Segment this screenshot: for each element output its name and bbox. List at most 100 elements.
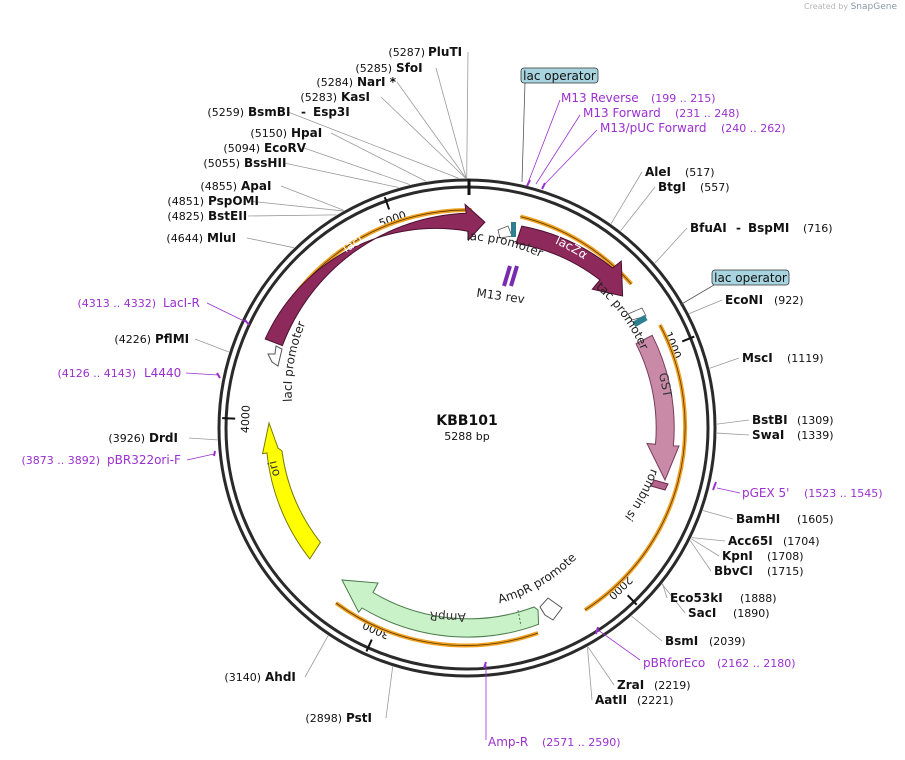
svg-text:(716): (716)	[803, 222, 833, 235]
enzyme-label-ApaI[interactable]: (4855)ApaI	[200, 179, 271, 193]
enzyme-leader-PspOMI	[247, 200, 343, 212]
scale-tick-label-4000: 4000	[239, 405, 253, 434]
primer-label-l4440[interactable]: (4126 .. 4143)L4440	[57, 366, 181, 380]
primer-label-m13-forward[interactable]: M13 Forward(231 .. 248)	[583, 106, 740, 120]
svg-text:(1708): (1708)	[767, 550, 804, 563]
svg-text:PspOMI: PspOMI	[208, 194, 259, 208]
primer-label-m13-puc-forward[interactable]: M13/pUC Forward(240 .. 262)	[600, 121, 786, 135]
svg-text:PluTI: PluTI	[428, 45, 462, 59]
enzyme-label-AatII[interactable]: AatII(2221)	[595, 693, 674, 707]
m13-rev-primer-site[interactable]	[502, 265, 519, 287]
svg-text:(3926): (3926)	[108, 432, 145, 445]
ampr-feature-arrow[interactable]	[341, 579, 540, 638]
enzyme-leader-NarI	[396, 81, 467, 179]
enzyme-label-PflMI[interactable]: (4226)PflMI	[114, 332, 189, 346]
enzyme-label-ZraI[interactable]: ZraI(2219)	[617, 678, 691, 692]
svg-text:pBR322ori-F: pBR322ori-F	[107, 453, 181, 467]
enzyme-label-BbvCI[interactable]: BbvCI(1715)	[714, 564, 804, 578]
svg-text:(1119): (1119)	[787, 352, 824, 365]
svg-text:BsmI: BsmI	[665, 634, 698, 648]
enzyme-leader-BtgI	[620, 186, 656, 232]
svg-text:Amp-R: Amp-R	[488, 735, 528, 749]
enzyme-label-PspOMI[interactable]: (4851)PspOMI	[167, 194, 259, 208]
enzyme-label-KpnI[interactable]: KpnI(1708)	[722, 549, 804, 563]
lacZa-feature-arrow[interactable]	[515, 225, 624, 297]
svg-text:pGEX 5': pGEX 5'	[742, 486, 789, 500]
enzyme-label-BsmI[interactable]: BsmI(2039)	[665, 634, 746, 648]
svg-text:Acc65I: Acc65I	[728, 534, 773, 548]
enzyme-label-PstI[interactable]: (2898)PstI	[305, 711, 372, 725]
enzyme-label-AhdI[interactable]: (3140)AhdI	[224, 670, 295, 684]
enzyme-label-KasI[interactable]: (5283)KasI	[300, 90, 370, 104]
enzyme-label-MscI[interactable]: MscI(1119)	[742, 351, 824, 365]
svg-text:pBRforEco: pBRforEco	[643, 656, 705, 670]
primer-label-m13-reverse[interactable]: M13 Reverse(199 .. 215)	[561, 91, 716, 105]
enzyme-label-BfuAI-BspMI[interactable]: BfuAI-BspMI(716)	[690, 221, 833, 235]
enzyme-label-Acc65I[interactable]: Acc65I(1704)	[728, 534, 820, 548]
ampr-label: AmpR	[429, 608, 466, 624]
enzyme-leader-BssHII	[283, 162, 399, 188]
enzyme-label-AleI[interactable]: AleI(517)	[645, 165, 715, 179]
enzyme-label-SwaI[interactable]: SwaI(1339)	[752, 428, 834, 442]
svg-text:BtgI: BtgI	[658, 180, 686, 194]
enzyme-leader-SacI	[661, 583, 686, 614]
enzyme-label-BssHII[interactable]: (5055)BssHII	[203, 156, 286, 170]
enzyme-leader-EcoRV	[303, 147, 411, 185]
svg-text:(4825): (4825)	[167, 210, 204, 223]
svg-text:(2219): (2219)	[654, 679, 691, 692]
svg-text:BstEII: BstEII	[208, 209, 247, 223]
lac-operator-label-2: lac operator	[679, 269, 790, 306]
enzyme-label-MluI[interactable]: (4644)MluI	[166, 231, 236, 245]
ori-feature-arrow[interactable]	[261, 421, 322, 560]
primer-label-amp-r[interactable]: Amp-R(2571 .. 2590)	[488, 735, 621, 749]
ampr-promoter-arrow[interactable]	[539, 597, 563, 621]
svg-text:(517): (517)	[685, 166, 715, 179]
enzyme-label-DrdI[interactable]: (3926)DrdI	[108, 431, 178, 445]
scale-tick-1000	[681, 335, 695, 343]
scale-tick-3000	[365, 639, 373, 652]
lac-operator-text-2: lac operator	[714, 271, 787, 285]
svg-text:L4440: L4440	[144, 366, 181, 380]
enzyme-label-SacI[interactable]: SacI(1890)	[688, 606, 770, 620]
svg-text:EcoRV: EcoRV	[264, 141, 307, 155]
svg-text:EcoNI: EcoNI	[725, 293, 763, 307]
enzyme-label-PluTI[interactable]: (5287)PluTI	[388, 45, 462, 59]
primer-label-pgex5[interactable]: pGEX 5'(1523 .. 1545)	[742, 486, 883, 500]
enzyme-label-Eco53kI[interactable]: Eco53kI(1888)	[670, 591, 777, 605]
enzyme-label-BsmBI-Esp3I[interactable]: (5259)BsmBI-Esp3I	[207, 105, 349, 119]
svg-text:(5259): (5259)	[207, 106, 244, 119]
enzyme-label-BamHI[interactable]: BamHI(1605)	[736, 512, 834, 526]
enzyme-label-HpaI[interactable]: (5150)HpaI	[250, 126, 322, 140]
lacI-promoter-arrow[interactable]	[267, 345, 283, 367]
backbone-outer-strand	[217, 178, 717, 678]
svg-text:LacI-R: LacI-R	[163, 296, 200, 310]
svg-text:(1605): (1605)	[797, 513, 834, 526]
svg-text:PstI: PstI	[346, 711, 372, 725]
enzyme-leader-MscI	[709, 357, 740, 369]
primer-label-laci-r[interactable]: (4313 .. 4332) LacI-R	[77, 296, 199, 310]
thrombin-site-box[interactable]	[650, 479, 669, 491]
enzyme-label-EcoRV[interactable]: (5094)EcoRV	[223, 141, 306, 155]
enzyme-label-NarI[interactable]: (5284)NarI *	[316, 75, 396, 89]
enzyme-leader-PstI	[385, 666, 394, 719]
svg-text:M13 Reverse: M13 Reverse	[561, 91, 639, 105]
enzyme-leader-BstBI	[716, 419, 750, 425]
enzyme-label-SfoI[interactable]: (5285)SfoI	[355, 61, 422, 75]
lacI-feature-arrow[interactable]	[264, 203, 486, 347]
pgex5-mark	[712, 481, 717, 491]
enzyme-label-BtgI[interactable]: BtgI(557)	[658, 180, 730, 194]
enzyme-leader-PflMI	[194, 338, 229, 353]
enzyme-label-EcoNI[interactable]: EcoNI(922)	[725, 293, 804, 307]
primer-label-pbrforeco[interactable]: pBRforEco(2162 .. 2180)	[643, 656, 796, 670]
enzyme-label-BstEII[interactable]: (4825) BstEII	[167, 209, 247, 223]
lac-operator-site[interactable]	[511, 222, 516, 237]
svg-text:(4313 .. 4332): (4313 .. 4332)	[77, 297, 156, 310]
primer-label-pbr322ori-f[interactable]: (3873 .. 3892)pBR322ori-F	[21, 453, 181, 467]
tac-lac-operator-site[interactable]	[632, 314, 648, 328]
enzyme-label-BstBI[interactable]: BstBI(1309)	[752, 413, 834, 427]
enzyme-leader-lines	[188, 51, 750, 719]
scale-tick-5000	[383, 196, 391, 210]
gst-feature-arrow[interactable]	[635, 334, 680, 482]
lac-operator-label-1: lac operator	[520, 67, 599, 183]
scale-tick-2000	[626, 594, 638, 606]
